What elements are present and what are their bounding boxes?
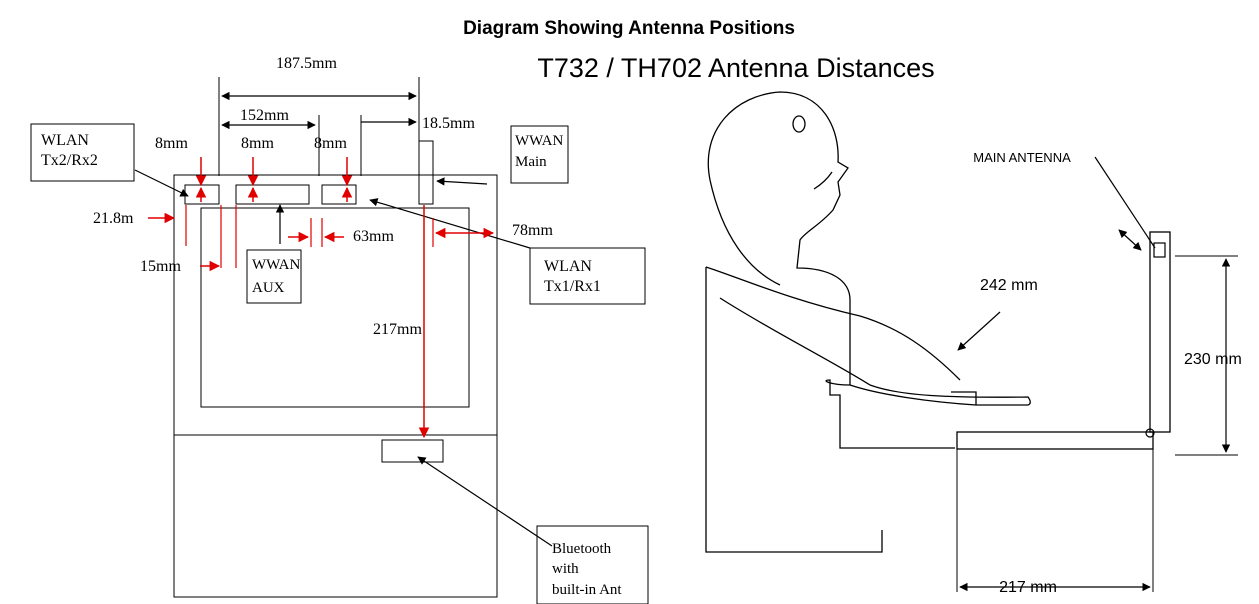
dim-18-5mm: 18.5mm <box>422 115 475 132</box>
wlan-tx1-label-line1: WLAN <box>544 258 592 275</box>
eye <box>792 115 806 133</box>
dim-152mm: 152mm <box>240 107 289 124</box>
red-dimension-arrows <box>148 157 495 439</box>
dim-187-5mm: 187.5mm <box>276 55 337 72</box>
laptop-base-outline <box>173 434 498 598</box>
wlan-tx1-label-box <box>529 247 646 305</box>
wlan-tx2-label-line1: WLAN <box>41 132 89 149</box>
bluetooth-label-line1: Bluetooth <box>552 541 612 557</box>
wwan-aux-label-line2: AUX <box>252 280 285 296</box>
bluetooth-label-line3: built-in Ant <box>552 582 622 598</box>
right-diagram-title: T732 / TH702 Antenna Distances <box>537 53 934 83</box>
wwan-main-antenna <box>418 140 434 205</box>
laptop-side-view <box>956 231 1171 450</box>
dim-8mm-mid: 8mm <box>241 135 274 152</box>
dim-8mm-right: 8mm <box>314 135 347 152</box>
lower-arm-outline <box>719 297 1031 406</box>
dim-8mm-left: 8mm <box>155 135 188 152</box>
wlan-tx1-label-line2: Tx1/Rx1 <box>544 278 601 295</box>
wwan-main-label-line2: Main <box>515 154 547 170</box>
laptop-lid-outline <box>173 174 498 436</box>
dim-15mm: 15mm <box>140 258 181 275</box>
main-antenna-marker <box>1153 242 1166 258</box>
wlan-tx1-antenna <box>321 184 357 205</box>
bluetooth-antenna <box>381 439 444 463</box>
black-dimension-lines <box>134 77 553 547</box>
laptop-lid-side <box>1149 231 1171 433</box>
wlan-tx2-antenna <box>184 184 220 205</box>
dim-217mm: 217mm <box>373 321 422 338</box>
wwan-aux-antenna <box>235 184 310 205</box>
laptop-base-side <box>956 431 1154 450</box>
dim-63mm: 63mm <box>353 228 394 245</box>
bluetooth-label-line2: with <box>552 561 579 577</box>
bluetooth-label-box <box>536 525 649 604</box>
laptop-screen-area <box>200 207 470 408</box>
dim-78mm: 78mm <box>512 222 553 239</box>
wwan-aux-label-line1: WWAN <box>252 257 300 273</box>
main-antenna-label: MAIN ANTENNA <box>973 150 1071 165</box>
body-front-edge <box>705 267 883 553</box>
user-silhouette <box>705 91 1031 553</box>
hinge <box>1145 428 1155 438</box>
dim-230mm: 230 mm <box>1184 351 1242 368</box>
wwan-aux-label-box <box>246 249 302 304</box>
wwan-main-label-box <box>510 125 569 184</box>
head-and-torso-outline <box>707 91 955 449</box>
figure-title: Diagram Showing Antenna Positions <box>463 18 795 39</box>
upper-arm-outline <box>705 266 961 381</box>
laptop-top-view <box>173 140 498 598</box>
right-dimension-lines <box>956 156 1238 592</box>
mouth <box>813 171 833 190</box>
wwan-main-label-line1: WWAN <box>515 133 563 149</box>
wlan-tx2-label-box <box>30 123 135 182</box>
dim-217mm-right: 217 mm <box>999 579 1057 596</box>
dim-242mm: 242 mm <box>980 277 1038 294</box>
hand <box>951 391 977 405</box>
wlan-tx2-label-line2: Tx2/Rx2 <box>41 152 98 169</box>
dim-21-8m: 21.8m <box>93 210 134 227</box>
